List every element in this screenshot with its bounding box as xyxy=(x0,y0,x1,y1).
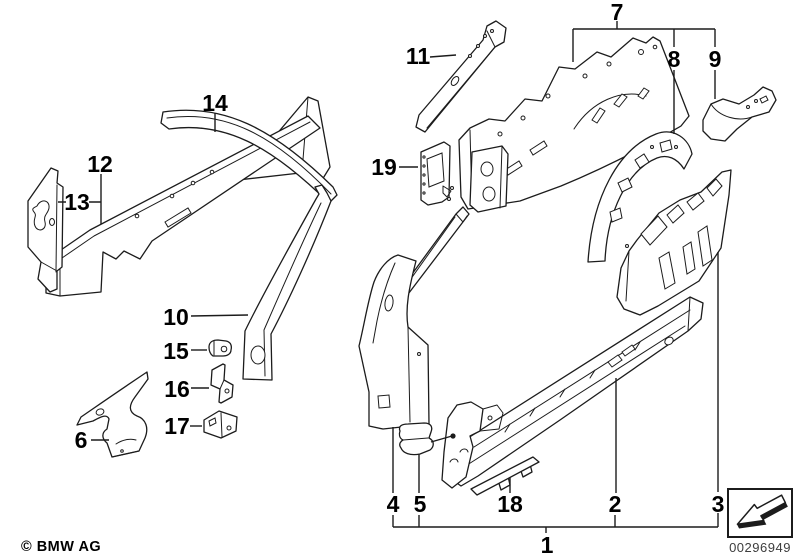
direction-arrow-icon xyxy=(736,494,788,529)
part-wheel-arch-drawing xyxy=(587,131,693,263)
callout-18[interactable]: 18 xyxy=(497,491,523,517)
callout-10[interactable]: 10 xyxy=(163,304,189,330)
part-hinge-pillar-drawing xyxy=(358,254,430,430)
callout-2[interactable]: 2 xyxy=(609,491,622,517)
part-sill-front-bracket-drawing xyxy=(441,401,504,489)
callout-13[interactable]: 13 xyxy=(64,189,90,215)
callout-14[interactable]: 14 xyxy=(202,90,228,116)
leader-11 xyxy=(429,54,457,58)
callout-11[interactable]: 11 xyxy=(406,43,431,69)
part-side-member-drawing xyxy=(45,115,321,297)
part-corner-bracket-drawing xyxy=(702,86,777,142)
callout-12[interactable]: 12 xyxy=(87,151,113,177)
part-front-panel-bracket-drawing xyxy=(27,167,64,293)
leader-group-7 xyxy=(572,21,716,134)
bmw-copyright: © BMW AG xyxy=(21,539,102,555)
part-mount-bracket-drawing xyxy=(420,141,454,206)
callout-19[interactable]: 19 xyxy=(371,154,397,180)
image-number: 00296949 xyxy=(729,540,791,555)
callout-16[interactable]: 16 xyxy=(164,376,190,402)
part-angle-bracket-drawing xyxy=(203,410,238,439)
part-fender-support-drawing xyxy=(76,371,149,458)
leader-group-1 xyxy=(392,513,719,533)
callout-4[interactable]: 4 xyxy=(387,491,400,517)
part-a-pillar-upper-drawing xyxy=(242,184,332,381)
part-rocker-sill-drawing xyxy=(449,296,704,487)
image-stamp-box xyxy=(727,488,793,538)
part-support-rail-drawing xyxy=(415,20,507,133)
callout-8[interactable]: 8 xyxy=(668,46,681,72)
leader-10 xyxy=(190,314,249,317)
part-z-bracket-drawing xyxy=(210,363,234,404)
callout-17[interactable]: 17 xyxy=(164,413,190,439)
part-clip-drawing xyxy=(398,422,434,456)
part-jack-bracket-drawing xyxy=(470,456,540,496)
callout-5[interactable]: 5 xyxy=(414,491,427,517)
part-clip-bracket-drawing xyxy=(208,339,232,357)
callout-7[interactable]: 7 xyxy=(611,0,624,25)
callout-3[interactable]: 3 xyxy=(712,491,725,517)
callout-6[interactable]: 6 xyxy=(75,427,88,453)
callout-1[interactable]: 1 xyxy=(541,532,554,558)
part-quarter-panel-drawing xyxy=(616,169,732,316)
part-inner-wheelhouse-drawing xyxy=(458,36,690,213)
callout-9[interactable]: 9 xyxy=(709,46,722,72)
leader-5-mount-dot xyxy=(430,433,456,443)
callout-15[interactable]: 15 xyxy=(163,338,189,364)
